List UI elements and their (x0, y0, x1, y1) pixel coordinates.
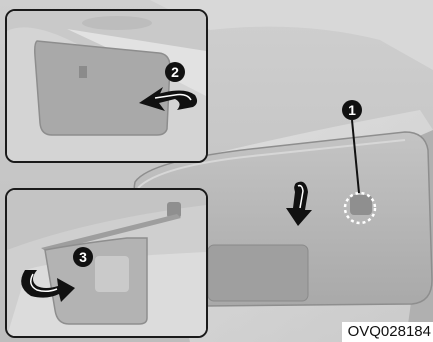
vanity-mirror-cover (208, 245, 308, 301)
image-code-label: OVQ028184 (342, 322, 433, 342)
inset-slide-scene (7, 190, 206, 336)
visor-swung-side (35, 41, 170, 135)
visor-clip (350, 195, 372, 215)
inset-swing-side-scene (7, 11, 206, 161)
inset-slide (5, 188, 208, 338)
inset-swing-side (5, 9, 208, 163)
mirror-recess (95, 256, 129, 292)
callout-3-badge: 3 (73, 247, 93, 267)
callout-2-badge: 2 (165, 62, 185, 82)
callout-1-badge: 1 (342, 100, 362, 120)
